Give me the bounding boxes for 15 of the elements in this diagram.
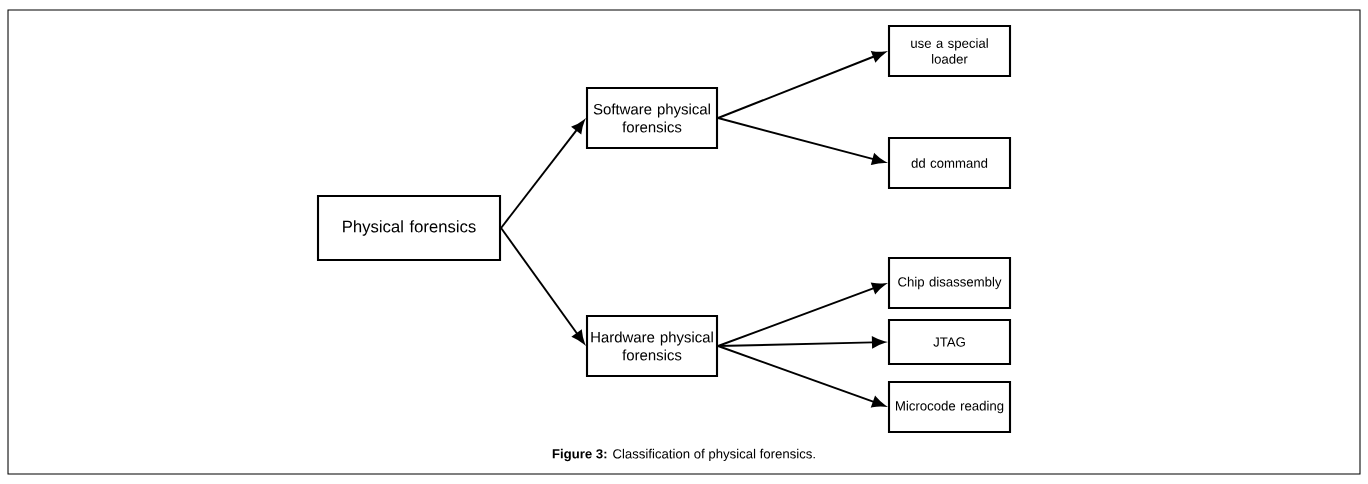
arrow [717,282,886,347]
process-box: Chip disassembly [887,256,1012,310]
process-box: Hardware physical forensics [585,314,719,378]
process-box: use a special loader [887,24,1012,78]
process-box: Software physical forensics [585,86,719,150]
arrow [717,345,886,408]
caption: Figure 3: Classification of physical forensics. [552,448,815,462]
arrow [500,227,585,344]
process-box: Microcode reading [887,380,1012,434]
arrow [500,119,585,229]
process-box: JTAG [887,318,1012,366]
process-box: Physical forensics [316,194,502,262]
process-box: dd command [887,136,1012,190]
arrow [717,51,886,119]
arrow [717,117,886,165]
